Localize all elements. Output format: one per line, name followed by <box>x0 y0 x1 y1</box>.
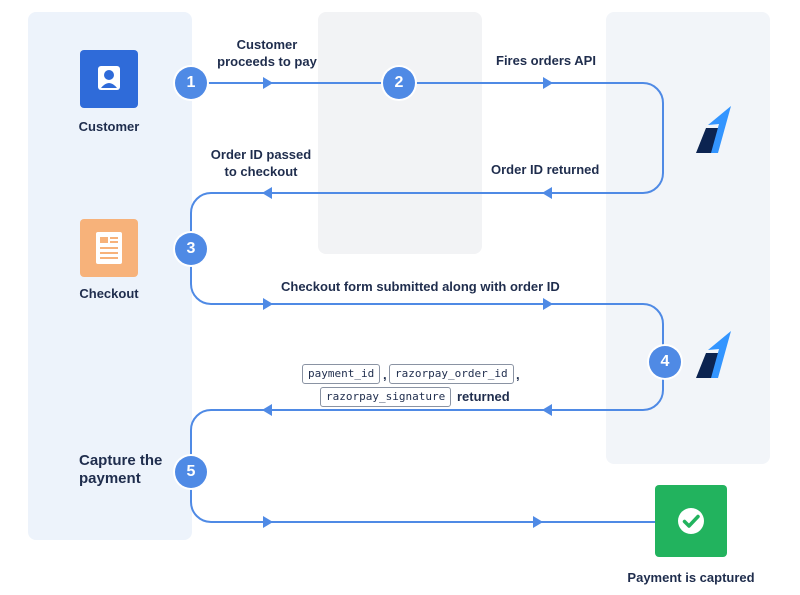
arrow-left <box>262 187 272 199</box>
customer-tile <box>80 50 138 108</box>
order-id-passed-label: Order ID passed to checkout <box>210 147 312 179</box>
user-icon <box>98 66 120 90</box>
arrow-right <box>533 516 543 528</box>
step-4-badge: 4 <box>649 346 681 378</box>
payment-captured-label: Payment is captured <box>627 570 755 585</box>
payment-id-code: payment_id <box>302 364 381 384</box>
arrow-right <box>543 298 553 310</box>
flow-line-customer-to-api <box>191 82 664 194</box>
razorpay-lane <box>606 12 770 464</box>
checkout-submitted-label: Checkout form submitted along with order… <box>281 279 560 294</box>
payment-captured-tile <box>655 485 727 557</box>
razorpay-logo <box>696 331 731 378</box>
customer-label: Customer <box>78 119 140 134</box>
arrow-left <box>542 404 552 416</box>
checkout-tile <box>80 219 138 277</box>
arrow-right <box>263 298 273 310</box>
arrow-right <box>263 77 273 89</box>
capture-label: Capture the payment <box>79 452 163 487</box>
checkmark-icon <box>678 508 704 534</box>
merchant-server-lane <box>318 12 482 254</box>
form-icon <box>96 232 122 264</box>
step-5-badge: 5 <box>175 456 207 488</box>
comma-separator: , <box>383 367 387 382</box>
step-3-badge: 3 <box>175 233 207 265</box>
comma-separator: , <box>516 367 520 382</box>
razorpay-logo <box>696 106 731 153</box>
flow-line-checkout-to-razorpay <box>190 192 664 411</box>
arrow-left <box>262 404 272 416</box>
customer-proceeds-label: Customer proceeds to pay <box>217 37 317 69</box>
returned-label: returned <box>457 389 510 404</box>
arrow-left <box>542 187 552 199</box>
checkout-label: Checkout <box>79 286 139 301</box>
flow-line-capture <box>190 409 655 523</box>
razorpay-signature-code: razorpay_signature <box>320 387 452 407</box>
arrow-right <box>263 516 273 528</box>
step-2-badge: 2 <box>383 67 415 99</box>
order-id-returned-label: Order ID returned <box>491 162 600 177</box>
fires-orders-api-label: Fires orders API <box>496 53 596 68</box>
razorpay-order-id-code: razorpay_order_id <box>389 364 514 384</box>
step-1-badge: 1 <box>175 67 207 99</box>
arrow-right <box>543 77 553 89</box>
